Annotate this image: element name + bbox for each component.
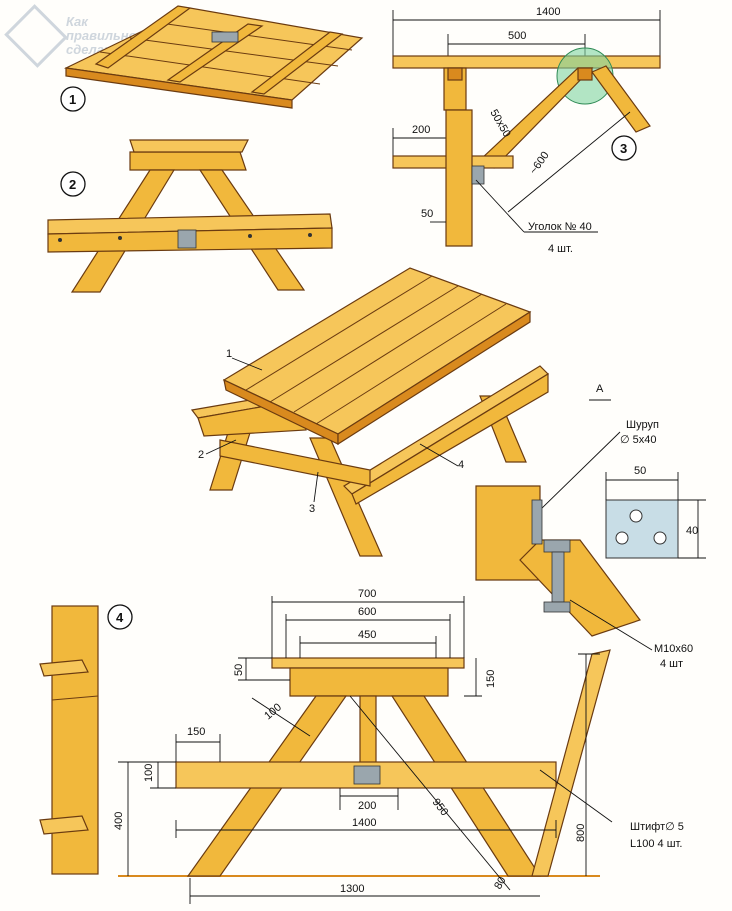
figure-2-number: 2 — [69, 177, 76, 192]
dim-50: 50 — [233, 664, 245, 676]
figure-4-board — [39, 605, 99, 875]
fig3-dim-50x50: 50х50 — [487, 108, 512, 140]
fig3-dim-1400: 1400 — [536, 6, 560, 18]
detail-a-letter: А — [596, 383, 604, 395]
figure-3-detail: 1400 500 50х50 200 ~600 50 Уголок № 40 4… — [392, 6, 661, 255]
dim-80: 80 — [492, 875, 509, 892]
figure-3-marker — [611, 135, 637, 161]
detail-a: А Шуруп ∅ 5х40 М10х60 4 шт 50 40 — [475, 383, 706, 670]
dim-200: 200 — [358, 800, 376, 812]
plate-dim-50: 50 — [634, 465, 646, 477]
figure-3-number: 3 — [620, 141, 627, 156]
dim-800: 800 — [575, 824, 587, 842]
pin-label: Штифт∅ 5 — [630, 821, 684, 833]
dim-950: 950 — [430, 796, 451, 818]
bolt-label: М10х60 — [654, 643, 693, 655]
part-3-label: 3 — [309, 503, 315, 515]
dim-700: 700 — [358, 588, 376, 600]
figure-4-elevation: 700 600 450 50 150 150 100 100 400 200 1… — [113, 588, 684, 904]
figure-1-number: 1 — [69, 92, 76, 107]
screw-label: Шуруп — [626, 419, 659, 431]
dim-100-b: 100 — [143, 764, 155, 782]
bolt-qty: 4 шт — [660, 658, 683, 670]
figure-2-marker — [60, 171, 86, 197]
part-2-label: 2 — [198, 449, 204, 461]
figure-2-frame — [47, 139, 333, 293]
watermark-line2: правильно — [66, 28, 137, 43]
fig3-dim-50: 50 — [421, 208, 433, 220]
dim-450: 450 — [358, 629, 376, 641]
fig3-dim-500: 500 — [508, 30, 526, 42]
dim-1400: 1400 — [352, 817, 376, 829]
screw-size: ∅ 5х40 — [620, 434, 657, 446]
dim-1300: 1300 — [340, 883, 364, 895]
plate-dim-40: 40 — [686, 525, 698, 537]
figure-1-marker — [60, 86, 86, 112]
figure-1-tabletop — [63, 5, 364, 109]
assembled-table — [190, 267, 549, 557]
dim-600: 600 — [358, 606, 376, 618]
figure-4-number: 4 — [116, 610, 124, 625]
pin-qty: L100 4 шт. — [630, 838, 682, 850]
fig3-angle-qty: 4 шт. — [548, 243, 573, 255]
fig3-dim-200: 200 — [412, 124, 430, 136]
dim-150-left: 150 — [187, 726, 205, 738]
dim-100-a: 100 — [262, 701, 284, 722]
dim-400: 400 — [113, 812, 125, 830]
part-1-label: 1 — [226, 348, 232, 360]
fig3-dim-600: ~600 — [528, 150, 552, 177]
fig3-angle-label: Уголок № 40 — [528, 221, 592, 233]
figure-4-marker — [107, 604, 133, 630]
watermark-line1: Как — [66, 14, 89, 29]
dim-150-right: 150 — [485, 670, 497, 688]
part-4-label: 4 — [458, 459, 464, 471]
